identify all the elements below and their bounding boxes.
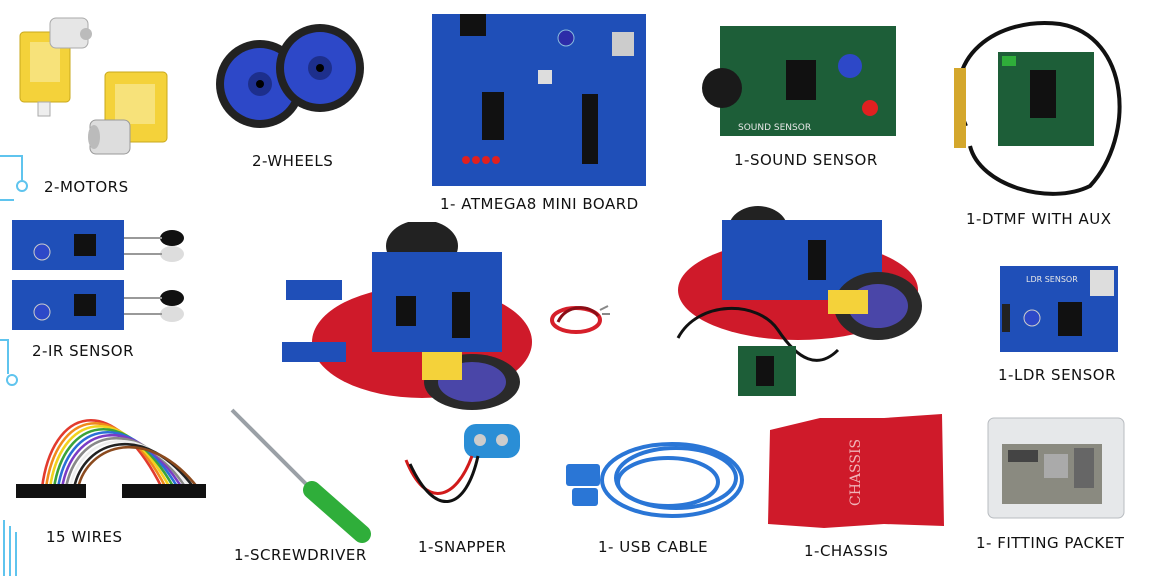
- brand-logo-icon: [550, 305, 610, 334]
- fitting-packet-icon: [987, 417, 1125, 519]
- item-label-screwdriver: 1-SCREWDRIVER: [234, 546, 367, 564]
- chassis-plate-icon: CHASSIS: [768, 414, 944, 528]
- dtmf-module-icon: [954, 21, 1122, 196]
- item-label-sound-sensor: 1-SOUND SENSOR: [734, 151, 878, 169]
- chassis-imprint: CHASSIS: [848, 439, 864, 506]
- battery-snapper-icon: [404, 424, 520, 504]
- ldr-sensor-icon: LDR SENSOR: [1000, 266, 1118, 352]
- usb-cable-icon: [566, 442, 744, 518]
- motor-icon: [19, 17, 168, 155]
- item-label-atmega8-board: 1- ATMEGA8 MINI BOARD: [440, 195, 639, 213]
- screwdriver-icon: [230, 408, 371, 543]
- item-label-chassis: 1-CHASSIS: [804, 542, 889, 560]
- item-label-wires: 15 WIRES: [46, 528, 123, 546]
- item-label-dtmf: 1-DTMF WITH AUX: [966, 210, 1112, 228]
- item-label-fitting-packet: 1- FITTING PACKET: [976, 534, 1125, 552]
- wheel-icon: [216, 24, 364, 128]
- circuit-trace-decoration: [0, 155, 28, 576]
- item-label-ir-sensor: 2-IR SENSOR: [32, 342, 135, 360]
- item-label-motors: 2-MOTORS: [44, 178, 129, 196]
- item-label-usb-cable: 1- USB CABLE: [598, 538, 709, 556]
- assembled-robot-icon: [282, 222, 532, 410]
- atmega8-board-icon: [432, 14, 646, 186]
- ldr-sensor-imprint: LDR SENSOR: [1026, 275, 1078, 284]
- sound-sensor-icon: SOUND SENSOR: [702, 26, 896, 136]
- item-label-snapper: 1-SNAPPER: [418, 538, 507, 556]
- ir-sensor-icon: [12, 220, 184, 330]
- item-label-ldr-sensor: 1-LDR SENSOR: [998, 366, 1117, 384]
- assembled-robot-icon: [676, 206, 922, 396]
- item-label-wheels: 2-WHEELS: [252, 152, 334, 170]
- jumper-wires-icon: [16, 419, 206, 498]
- sound-sensor-imprint: SOUND SENSOR: [738, 123, 811, 133]
